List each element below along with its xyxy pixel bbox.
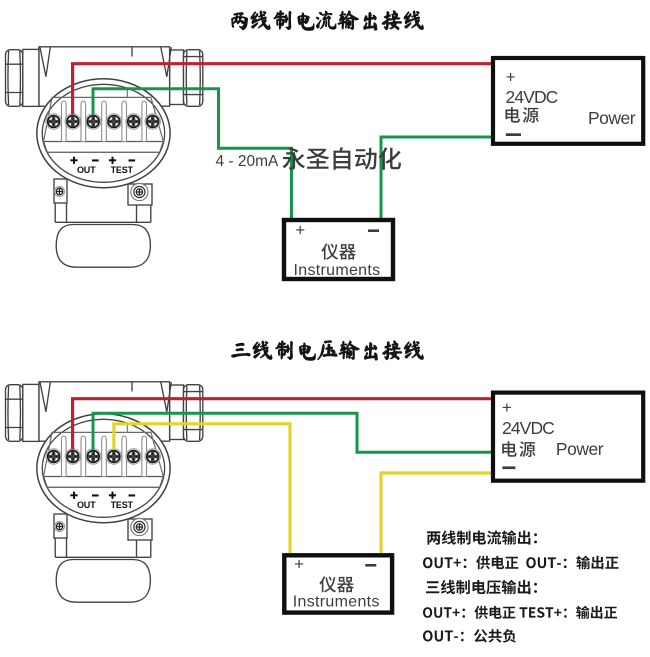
svg-text:4 - 20mA: 4 - 20mA xyxy=(216,153,280,170)
svg-text:24VDC: 24VDC xyxy=(502,418,554,438)
svg-text:+: + xyxy=(506,67,516,86)
svg-text:Power: Power xyxy=(588,108,636,128)
svg-text:+: + xyxy=(294,555,304,574)
svg-text:+: + xyxy=(502,398,512,417)
svg-text:+: + xyxy=(295,220,305,239)
svg-text:Instruments: Instruments xyxy=(294,262,381,279)
svg-text:24VDC: 24VDC xyxy=(506,87,558,107)
svg-text:Power: Power xyxy=(556,439,604,459)
svg-text:Instruments: Instruments xyxy=(293,593,380,610)
